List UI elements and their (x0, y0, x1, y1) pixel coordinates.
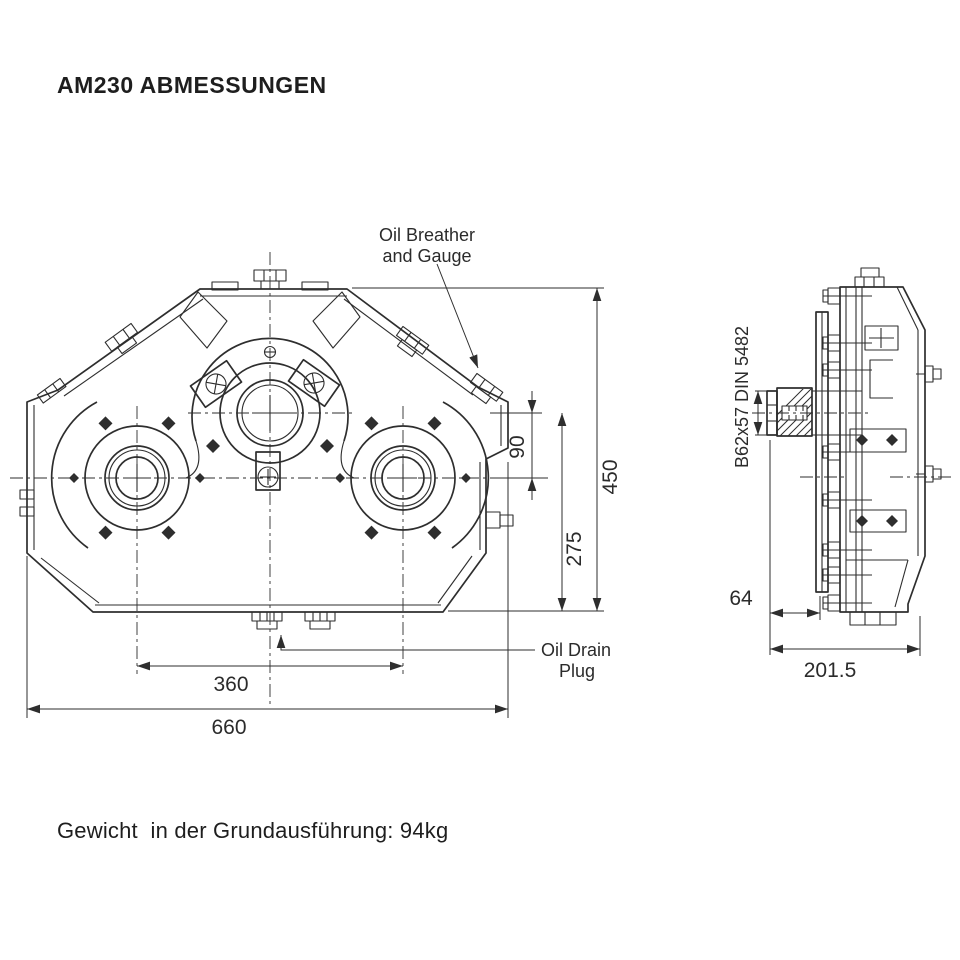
dim-overall-height: 450 (599, 459, 622, 494)
housing-outline (26, 288, 509, 613)
flange-bolt (822, 491, 872, 509)
flange-bolt (822, 566, 872, 584)
flange-bolt (822, 443, 872, 461)
centerlines (10, 252, 548, 705)
left-lock-tab (189, 359, 243, 409)
side-pad-lower (849, 509, 907, 533)
dimension-360: 360 (137, 661, 403, 696)
oil-breather-callout: Oil Breather and Gauge (379, 225, 479, 369)
weight-note: Gewicht in der Grundausführung: 94kg (57, 818, 449, 843)
left-slope-rib (63, 298, 204, 397)
oil-drain-callout: Oil Drain Plug (276, 635, 611, 681)
bolt-diamond (427, 416, 442, 431)
right-slope-rib (343, 298, 474, 396)
bolt-dot (69, 473, 79, 483)
right-facet (312, 291, 361, 349)
side-bottom-tab (849, 611, 897, 626)
bolt-diamond (206, 439, 220, 453)
side-plug (485, 511, 514, 529)
bolt-diamond (98, 525, 113, 540)
dim-top-bore-offset: 90 (506, 435, 529, 458)
top-bore-boss (189, 345, 341, 491)
oil-breather-label-1: Oil Breather (379, 225, 475, 245)
dim-bore-spacing: 360 (213, 673, 248, 696)
dimension-90: 90 (506, 391, 537, 500)
page-title: AM230 ABMESSUNGEN (57, 72, 327, 98)
dimension-64: 64 (729, 440, 821, 655)
inspection-boss (864, 325, 899, 351)
right-bolt (916, 465, 942, 483)
side-pad-upper (849, 428, 907, 453)
side-view: B62x57 DIN 5482 64 201.5 (729, 267, 952, 682)
flange-bolt (822, 334, 872, 352)
bolt-diamond (320, 439, 334, 453)
hex-bolt (395, 325, 430, 358)
top-tab (211, 281, 239, 291)
right-chamfer-rib (437, 555, 473, 604)
oil-drain-label-1: Oil Drain (541, 640, 611, 660)
bottom-bolt (304, 611, 336, 630)
bolt-diamond (161, 525, 176, 540)
housing-bolts (36, 269, 514, 630)
side-top-bolt (854, 267, 885, 288)
left-chamfer-rib (40, 557, 100, 604)
dimension-spline: B62x57 DIN 5482 (732, 326, 775, 468)
right-bolt (916, 365, 942, 383)
flange-bolts (822, 287, 872, 612)
right-web-arc (442, 401, 490, 549)
bolt-diamond (427, 525, 442, 540)
dim-shaft-protrusion: 64 (729, 587, 753, 610)
flange-bolt (822, 361, 872, 379)
extension-lines (26, 287, 604, 718)
bolt-diamond (364, 525, 379, 540)
bolt-diamond (364, 416, 379, 431)
top-tab (301, 281, 329, 291)
left-notch-upper (19, 489, 35, 500)
dimension-275: 275 (557, 413, 586, 611)
flange-bolt (822, 287, 872, 305)
side-body-outline (839, 286, 926, 613)
bolt-dot (195, 473, 205, 483)
dim-top-bore-to-base: 275 (563, 531, 586, 566)
body-step (869, 359, 893, 399)
bottom-lock-tab (255, 451, 281, 491)
dimension-201-5: 201.5 (770, 616, 921, 682)
leader-line (436, 263, 479, 369)
oil-drain-label-2: Plug (559, 661, 595, 681)
left-notch-lower (19, 506, 35, 517)
oil-drain-bolt (251, 611, 283, 630)
hex-bolt (36, 377, 67, 404)
dimension-660: 660 (27, 704, 508, 739)
front-view: 90 275 450 360 660 Oil Breather (10, 225, 622, 739)
oil-breather-label-2: and Gauge (382, 246, 471, 266)
left-facet (179, 291, 228, 349)
center-boss-arc (191, 337, 349, 442)
hex-bolt (104, 322, 139, 355)
flange-bolt (822, 541, 872, 559)
left-web-arc (50, 401, 98, 549)
oil-breather-bolt (469, 372, 504, 405)
leader-line (276, 635, 535, 651)
flange-bolt (822, 594, 872, 612)
dimension-450: 450 (592, 288, 622, 611)
bolt-diamond (161, 416, 176, 431)
dim-overall-width: 660 (211, 716, 246, 739)
spline-spec-label: B62x57 DIN 5482 (732, 326, 752, 468)
right-lock-tab (287, 358, 341, 408)
dim-overall-depth: 201.5 (804, 659, 857, 682)
bolt-diamond (98, 416, 113, 431)
